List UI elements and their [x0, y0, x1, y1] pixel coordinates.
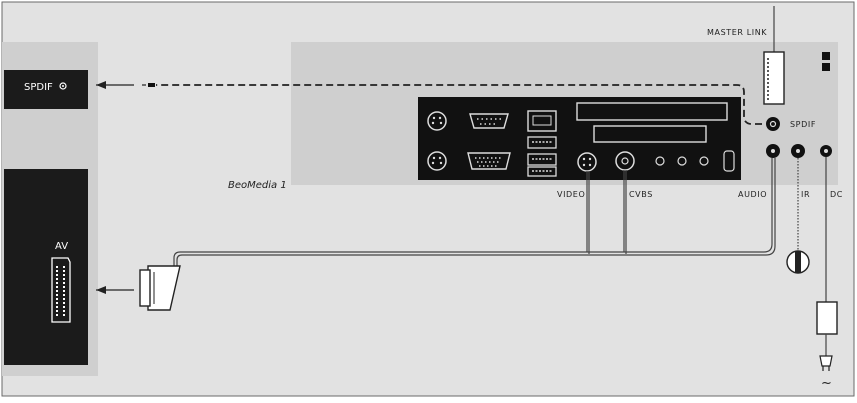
scart-plug-icon: [139, 265, 181, 311]
master-link-plug-icon: [763, 51, 785, 105]
device-spdif-jack-center: [769, 120, 777, 128]
serial-port-icon: [469, 113, 509, 129]
av-cable-bundle: [173, 158, 776, 266]
tv-av-socket-block: [4, 169, 88, 365]
usb-port-icon: [527, 166, 557, 177]
ir-label: IR: [801, 190, 810, 199]
tv-av-label: AV: [55, 241, 68, 252]
cvbs-port-icon: [615, 151, 635, 171]
audio-jack-icon: [655, 156, 665, 166]
audio-jack-icon: [699, 156, 709, 166]
device-spdif-jack-icon: [766, 117, 780, 131]
ir-receiver-icon: [786, 250, 810, 274]
mains-plug-icon: [819, 355, 833, 371]
video-label: VIDEO: [557, 190, 585, 199]
ps2-port-icon: [427, 151, 447, 171]
spdif-cable: [142, 83, 762, 125]
scart-socket-icon: [51, 257, 71, 323]
tv-spdif-jack-center: [62, 85, 64, 87]
vga-port-icon: [467, 152, 511, 170]
usb-port-icon: [527, 136, 557, 149]
ps2-port-icon: [427, 111, 447, 131]
svideo-port-icon: [577, 152, 597, 172]
arrow-left-icon: [96, 286, 134, 294]
audio-label: AUDIO: [738, 190, 767, 199]
master-link-socket-icon: [822, 52, 830, 60]
power-adapter-icon: [816, 301, 838, 335]
ethernet-port-icon: [527, 110, 557, 132]
tv-spdif-socket-block: [4, 70, 88, 109]
tv-spdif-label: SPDIF: [24, 82, 53, 93]
ir-jack-center: [796, 149, 800, 153]
cvbs-label: CVBS: [629, 190, 653, 199]
master-link-label: MASTER LINK: [707, 28, 767, 37]
mains-symbol: ~: [821, 376, 832, 391]
expansion-slot: [593, 125, 707, 143]
master-link-socket-icon: [822, 63, 830, 71]
device-name-label: BeoMedia 1: [228, 180, 287, 191]
arrow-left-icon: [96, 81, 134, 89]
expansion-slot: [576, 102, 728, 121]
dc-jack-center: [824, 149, 828, 153]
tv-spdif-jack-icon: [59, 82, 67, 90]
audio-jack-icon: [677, 156, 687, 166]
usb-port-icon: [527, 153, 557, 166]
power-switch-icon: [723, 150, 735, 172]
dc-label: DC: [830, 190, 843, 199]
audio-out-jack-center: [771, 149, 775, 153]
device-spdif-label: SPDIF: [790, 120, 816, 129]
